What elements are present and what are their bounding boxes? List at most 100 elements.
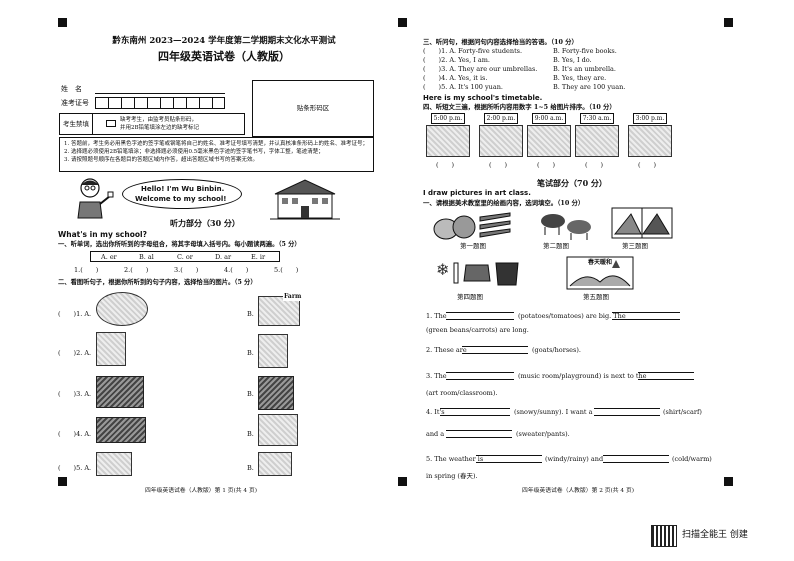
- sentence-5-blank-2[interactable]: [603, 455, 669, 463]
- barcode-area-label: 贴条形码区: [296, 104, 330, 112]
- q1-option-e: E. ir: [251, 253, 266, 261]
- q3-row-4-a[interactable]: ( )4. A. Yes, it is.: [423, 74, 488, 82]
- sentence-4-blank-3[interactable]: [446, 430, 512, 438]
- q1-item-4[interactable]: 4.( ): [224, 266, 249, 274]
- sentence-1-blank-2[interactable]: [612, 312, 680, 320]
- whats-in-my-school: What's in my school?: [58, 230, 147, 239]
- absence-checkbox[interactable]: [106, 120, 116, 127]
- q2-row-4-picture-a: [96, 417, 146, 443]
- sentence-4-mid: (snowy/sunny). I want a: [514, 408, 593, 416]
- q2-row-5-picture-b: [258, 452, 292, 476]
- listening-section-header: 听力部分（30 分）: [170, 218, 240, 228]
- timetable-picture-4: [575, 125, 619, 157]
- picture-label-5: 第五题图: [583, 293, 609, 301]
- sentence-3-blank-1[interactable]: [446, 372, 514, 380]
- farm-sign: Farm: [283, 293, 303, 301]
- sentence-3-end: (art room/classroom).: [426, 389, 498, 397]
- q3-row-4-b: B. Yes, they are.: [553, 74, 607, 82]
- sentence-3-start: 3. The: [426, 372, 447, 380]
- q3-row-5-a[interactable]: ( )5. A. It's 100 yuan.: [423, 83, 503, 91]
- q1-item-1[interactable]: 1.( ): [74, 266, 99, 274]
- sentence-2-start: 2. These are: [426, 346, 467, 354]
- registration-mark-top-left: [58, 18, 67, 27]
- timetable-paren-4[interactable]: ( ): [585, 161, 604, 169]
- sentence-1-blank-1[interactable]: [446, 312, 514, 320]
- q1-item-5[interactable]: 5.( ): [274, 266, 299, 274]
- registration-mark-top-right: [724, 18, 733, 27]
- registration-mark-bottom-center-left: [398, 477, 407, 486]
- instruction-2: 2. 选择题必须使用2B铅笔填涂；非选择题必须使用0.5毫米黑色字迹的签字笔书写…: [64, 149, 324, 155]
- exam-id-grid[interactable]: [95, 97, 225, 109]
- q2-row-5-label[interactable]: ( )5. A.: [58, 464, 92, 472]
- q2-row-3-b-label: B.: [247, 390, 254, 398]
- absence-note-text-line2: 并用2B铅笔填涂左边的缺考标记: [120, 125, 200, 131]
- sentence-3-blank-2[interactable]: [638, 372, 694, 380]
- name-field[interactable]: [95, 93, 225, 94]
- sentence-4-blank-2[interactable]: [594, 408, 660, 416]
- right-page-footer: 四年级英语试卷（人教版）第 2 页(共 4 页): [522, 488, 635, 494]
- q2-row-1-label[interactable]: ( )1. A.: [58, 310, 92, 318]
- sentence-1-start: 1. The: [426, 312, 447, 320]
- left-page-footer: 四年级英语试卷（人教版）第 1 页(共 4 页): [145, 488, 258, 494]
- q2-row-3-picture-b: [258, 376, 294, 410]
- scanner-watermark: 扫描全能王 创建: [682, 530, 748, 540]
- q1-item-2[interactable]: 2.( ): [124, 266, 149, 274]
- art-class-heading: I draw pictures in art class.: [423, 189, 531, 197]
- sentence-4-end: (sweater/pants).: [516, 430, 570, 438]
- registration-mark-bottom-left: [58, 477, 67, 486]
- timetable-picture-5: [628, 125, 672, 157]
- timetable-paren-5[interactable]: ( ): [638, 161, 657, 169]
- picture-label-1: 第一题图: [460, 242, 486, 250]
- q3-row-1-a[interactable]: ( )1. A. Forty-five students.: [423, 47, 523, 55]
- q3-row-2-a[interactable]: ( )2. A. Yes, I am.: [423, 56, 490, 64]
- sentence-3-mid: (music room/playground) is next to the: [518, 372, 647, 380]
- boy-illustration: [77, 178, 114, 219]
- absence-note-label: 考生禁填: [63, 114, 93, 134]
- sentence-5-blank-1[interactable]: [476, 455, 542, 463]
- sentence-4-blank-1[interactable]: [440, 408, 510, 416]
- school-building-illustration: [270, 179, 340, 220]
- q3-row-5-b: B. They are 100 yuan.: [553, 83, 626, 91]
- q2-row-3-label[interactable]: ( )3. A.: [58, 390, 92, 398]
- timetable-picture-3: [527, 125, 571, 157]
- svg-text:❄: ❄: [436, 260, 449, 279]
- name-field-label: 姓 名: [61, 85, 82, 93]
- sentence-5-end: in spring (春天).: [426, 472, 478, 480]
- q2-row-4-label[interactable]: ( )4. A.: [58, 430, 92, 438]
- timetable-paren-3[interactable]: ( ): [537, 161, 556, 169]
- time-label-4: 7:30 a.m.: [580, 113, 614, 124]
- registration-mark-top-center-left: [398, 18, 407, 27]
- q2-row-4-picture-b: [258, 414, 298, 446]
- scanner-logo-icon: [651, 525, 677, 547]
- q2-row-2-picture-a: [96, 332, 126, 366]
- q2-row-2-label[interactable]: ( )2. A.: [58, 349, 92, 357]
- q2-row-2-b-label: B.: [247, 349, 254, 357]
- sentence-2-blank[interactable]: [462, 346, 528, 354]
- speech-bubble-line2: Welcome to my school!: [135, 195, 227, 203]
- timetable-paren-1[interactable]: ( ): [436, 161, 455, 169]
- picture-label-3: 第三题图: [622, 242, 648, 250]
- written-q1-title: 一、请根据美术教室里的绘画内容，选词填空。（10 分）: [423, 199, 585, 207]
- goats-picture: [541, 214, 591, 240]
- time-label-3: 9:00 a.m.: [532, 113, 566, 124]
- timetable-paren-2[interactable]: ( ): [489, 161, 508, 169]
- q2-row-4-b-label: B.: [247, 430, 254, 438]
- sentence-5-mid: (windy/rainy) and: [545, 455, 604, 463]
- timetable-picture-1: [426, 125, 470, 157]
- winter-clothes-picture: ❄: [436, 260, 519, 286]
- q2-row-5-picture-a: [96, 452, 132, 476]
- picture-label-4: 第四题图: [457, 293, 483, 301]
- exam-id-label: 准考证号: [61, 99, 89, 107]
- rooms-picture: [611, 207, 673, 239]
- q2-title: 二、看图听句子，根据你所听到的句子内容，选择恰当的图片。（5 分）: [58, 279, 257, 286]
- sentence-4-mid-2: (shirt/scarf): [663, 408, 702, 416]
- q1-option-a: A. er: [101, 253, 117, 261]
- q3-row-3-a[interactable]: ( )3. A. They are our umbrellas.: [423, 65, 538, 73]
- q1-item-3[interactable]: 3.( ): [174, 266, 199, 274]
- absence-note-box: 考生禁填 缺考考生，由监考员贴条形码， 并用2B铅笔填涂左边的缺考标记: [59, 113, 245, 135]
- time-label-5: 3:00 p.m.: [633, 113, 667, 124]
- time-label-2: 2:00 p.m.: [484, 113, 518, 124]
- sentence-5-start: 5. The weather is: [426, 455, 484, 463]
- q1-option-c: C. or: [177, 253, 193, 261]
- sentence-4-start: 4. It's: [426, 408, 445, 416]
